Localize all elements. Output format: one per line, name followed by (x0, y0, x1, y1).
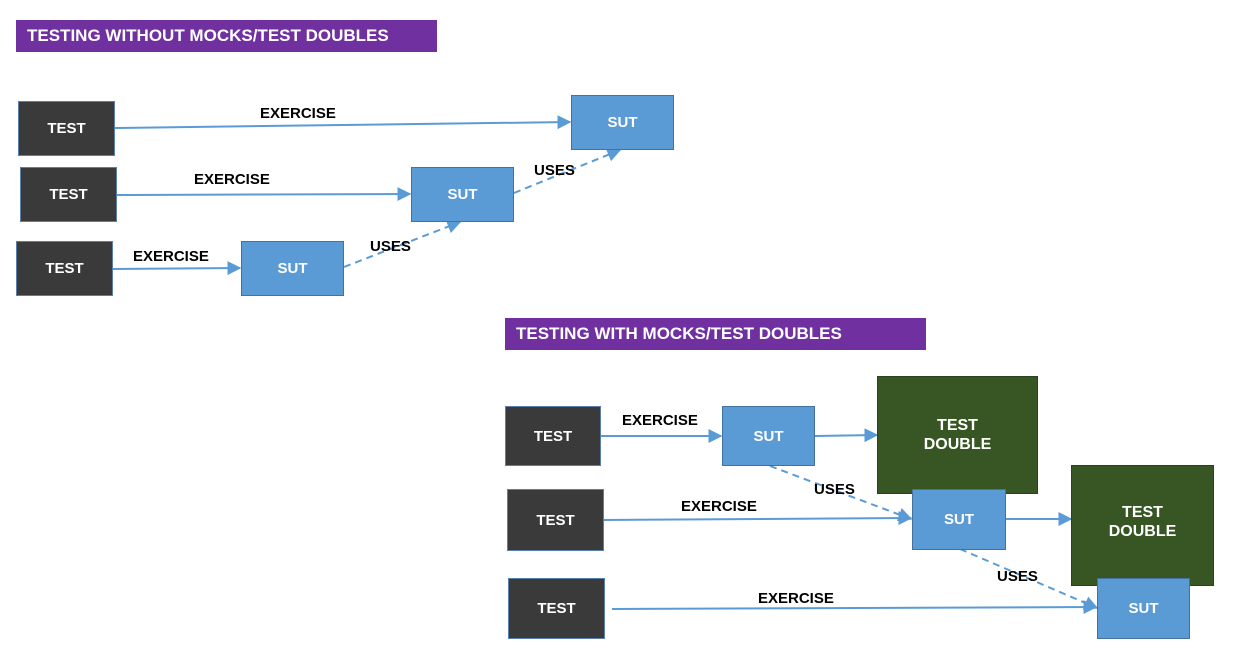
exercise-label-6: EXERCISE (758, 590, 834, 607)
uses-arrow-4 (959, 548, 1099, 610)
uses-arrow-1 (343, 220, 462, 268)
sut-box-3: SUT (241, 241, 344, 296)
exercise-arrow-6 (611, 600, 1098, 615)
sut-box-6: SUT (1097, 578, 1190, 639)
exercise-arrow-3 (112, 261, 242, 276)
test-box-3: TEST (16, 241, 113, 296)
uses-label-2: USES (534, 162, 575, 179)
sut-to-double-arrow-1 (814, 428, 879, 443)
exercise-label-2: EXERCISE (194, 171, 270, 188)
exercise-label-3: EXERCISE (133, 248, 209, 265)
section-header-with-mocks: TESTING WITH MOCKS/TEST DOUBLES (505, 318, 926, 350)
test-double-label-line1: TEST (937, 417, 978, 434)
exercise-label-1: EXERCISE (260, 105, 336, 122)
sut-box-2: SUT (411, 167, 514, 222)
test-double-label-line2: DOUBLE (1108, 522, 1177, 540)
exercise-label-5: EXERCISE (681, 498, 757, 515)
test-double-box-2: TEST DOUBLE (1071, 465, 1214, 586)
uses-label-4: USES (997, 568, 1038, 585)
test-box-6: TEST (508, 578, 605, 639)
test-double-box-1: TEST DOUBLE (877, 376, 1038, 494)
test-double-label-line2: DOUBLE (923, 436, 992, 453)
sut-box-1: SUT (571, 95, 674, 150)
uses-label-3: USES (814, 481, 855, 498)
exercise-arrow-5 (603, 511, 913, 526)
test-box-2: TEST (20, 167, 117, 222)
exercise-arrow-2 (116, 187, 412, 202)
exercise-arrow-1 (114, 115, 572, 130)
test-double-label-line1: TEST (1122, 503, 1163, 521)
uses-label-1: USES (370, 238, 411, 255)
sut-box-4: SUT (722, 406, 815, 466)
test-box-4: TEST (505, 406, 601, 466)
uses-arrow-3 (769, 465, 913, 522)
section-header-without-mocks: TESTING WITHOUT MOCKS/TEST DOUBLES (16, 20, 437, 52)
sut-box-5: SUT (912, 489, 1006, 550)
exercise-label-4: EXERCISE (622, 412, 698, 429)
test-box-5: TEST (507, 489, 604, 551)
test-box-1: TEST (18, 101, 115, 156)
